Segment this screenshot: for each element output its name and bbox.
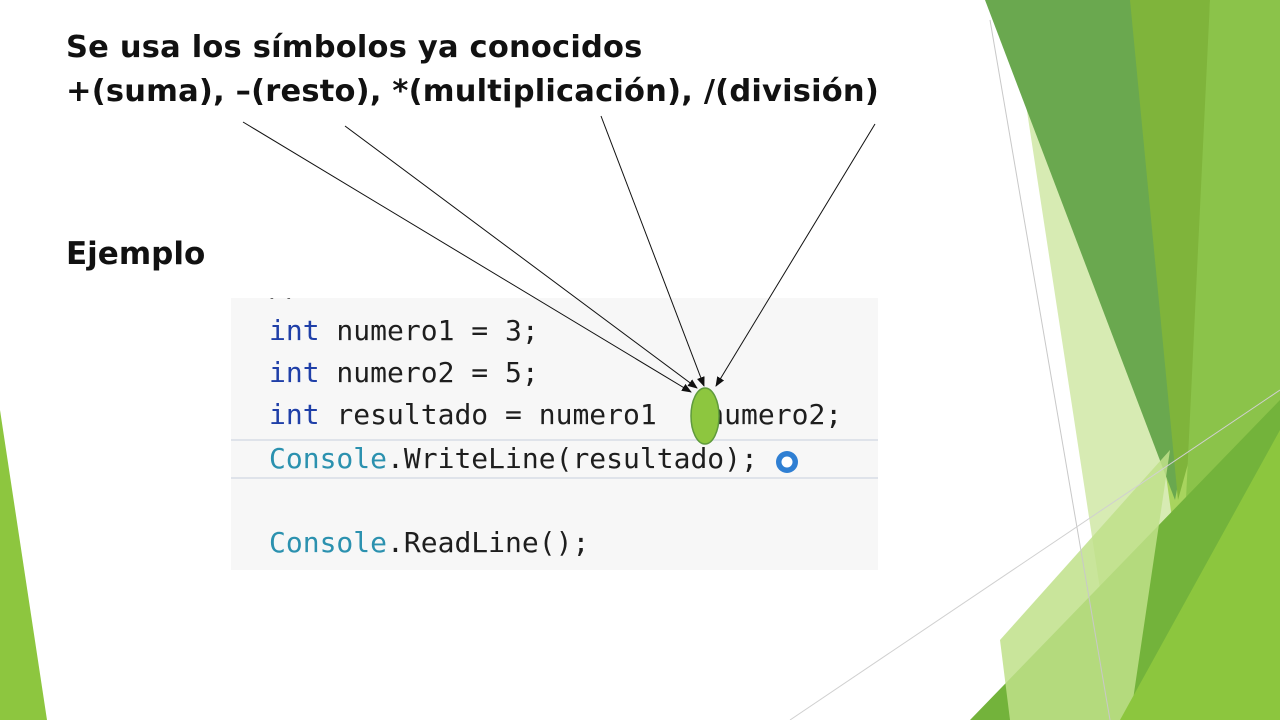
left-green-sliver bbox=[0, 410, 47, 720]
bottom-right-pale-facet bbox=[1000, 450, 1170, 720]
code-line-5-text: .ReadLine(); bbox=[387, 526, 590, 559]
code-line-5: Console.ReadLine(); bbox=[269, 522, 589, 564]
code-line-2: int numero2 = 5; bbox=[269, 352, 539, 394]
bottom-right-bright-facet bbox=[1120, 430, 1280, 720]
code-line-2-text: numero2 = 5; bbox=[319, 356, 539, 389]
code-line-3-text: resultado = numero1 numero2; bbox=[319, 398, 843, 431]
code-line-1-text: numero1 = 3; bbox=[319, 314, 539, 347]
code-line-3: int resultado = numero1 numero2; bbox=[269, 394, 842, 436]
slide-title: Se usa los símbolos ya conocidos +(suma)… bbox=[66, 26, 879, 114]
code-line-4: Console.WriteLine(resultado); bbox=[269, 438, 758, 480]
keyword-int: int bbox=[269, 314, 320, 347]
title-line-1: Se usa los símbolos ya conocidos bbox=[66, 30, 643, 65]
keyword-int: int bbox=[269, 398, 320, 431]
current-line-highlight bbox=[231, 439, 878, 479]
code-top-fragment: // bbox=[269, 298, 303, 308]
right-deep-facet bbox=[1130, 0, 1210, 500]
code-line-1: int numero1 = 3; bbox=[269, 310, 539, 352]
deco-thin-line-2 bbox=[789, 389, 1280, 720]
code-line-4-text: .WriteLine(resultado); bbox=[387, 442, 758, 475]
keyword-int: int bbox=[269, 356, 320, 389]
deco-thin-line-1 bbox=[989, 19, 1111, 720]
code-screenshot: // int numero1 = 3; int numero2 = 5; int… bbox=[231, 298, 878, 570]
title-line-2: +(suma), –(resto), *(multiplicación), /(… bbox=[66, 74, 879, 109]
class-console: Console bbox=[269, 526, 388, 559]
example-heading: Ejemplo bbox=[66, 236, 206, 272]
class-console: Console bbox=[269, 442, 388, 475]
